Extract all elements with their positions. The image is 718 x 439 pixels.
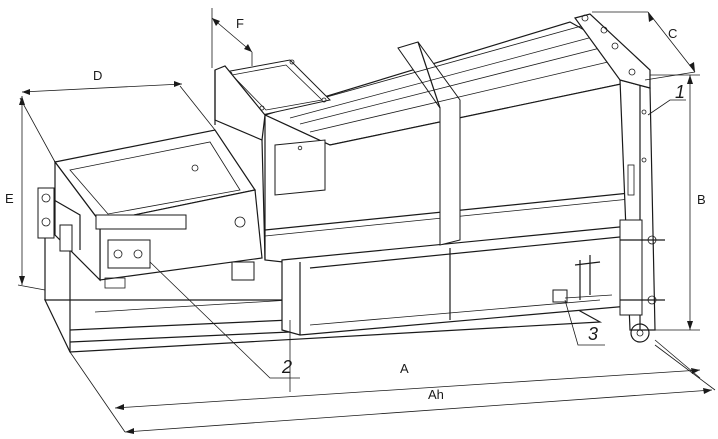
dimension-label-D: D bbox=[93, 68, 102, 83]
dimension-label-C: C bbox=[668, 26, 677, 41]
loading-hopper bbox=[53, 129, 263, 289]
dimension-label-B: B bbox=[697, 192, 706, 207]
lower-fittings bbox=[552, 255, 613, 303]
callout-2: 2 bbox=[149, 261, 300, 379]
dimension-label-E: E bbox=[5, 191, 14, 206]
top-guide-rails bbox=[279, 24, 626, 133]
dimension-label-A: A bbox=[400, 361, 409, 376]
callout-3: 3 bbox=[564, 299, 605, 346]
dimension-E: E bbox=[5, 96, 46, 291]
dimension-label-F: F bbox=[236, 16, 244, 31]
service-hatch bbox=[214, 59, 331, 141]
dimension-F: F bbox=[211, 8, 253, 68]
dimension-Ah: Ah bbox=[69, 344, 716, 434]
hinge-arm bbox=[37, 187, 81, 252]
dimension-C: C bbox=[592, 11, 696, 81]
body-access-door bbox=[274, 139, 326, 196]
callout-label-3: 3 bbox=[588, 324, 598, 344]
body-straps bbox=[397, 41, 461, 246]
dimension-B: B bbox=[650, 74, 706, 331]
callout-label-1: 1 bbox=[675, 82, 685, 102]
callout-1: 1 bbox=[647, 82, 686, 116]
callout-label-2: 2 bbox=[281, 357, 292, 377]
dimension-D: D bbox=[19, 68, 216, 163]
dimension-A: A bbox=[114, 320, 701, 410]
dimension-label-Ah: Ah bbox=[428, 387, 444, 402]
